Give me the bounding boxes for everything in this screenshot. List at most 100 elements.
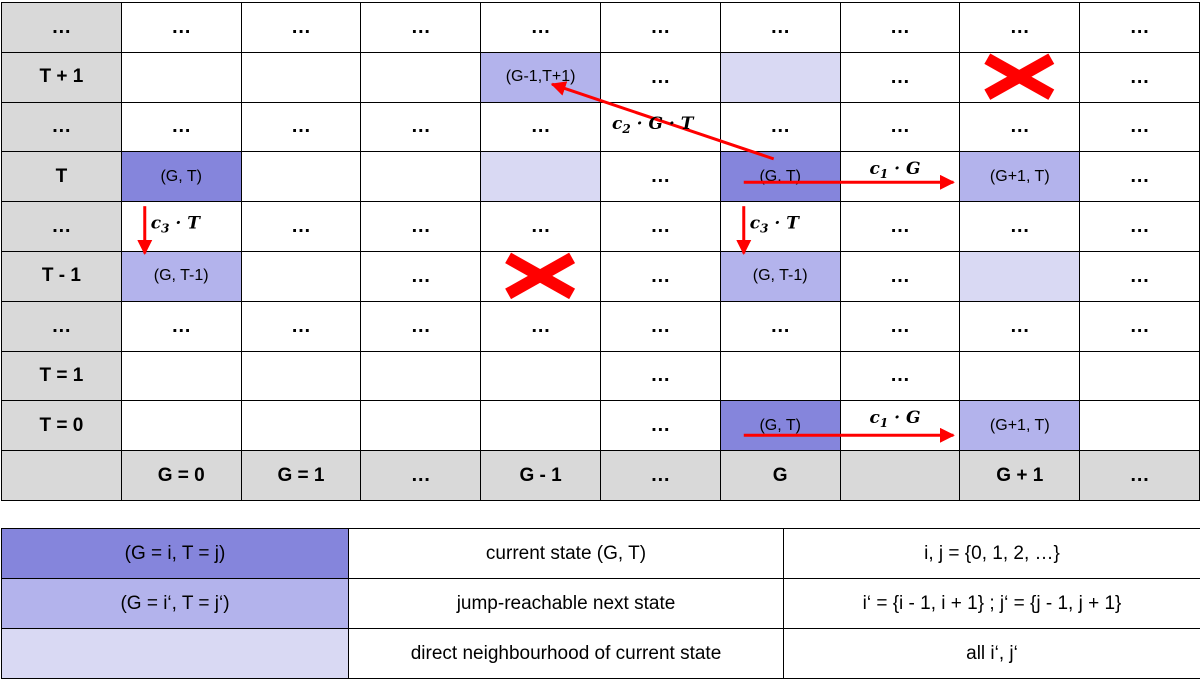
grid-cell-r1-c2 — [240, 51, 362, 103]
grid-cell-r2-c5 — [600, 101, 721, 153]
grid-cell-r8-c1 — [120, 400, 242, 452]
grid-cell-r1-c7: … — [839, 51, 961, 103]
grid-cell-r7-c4 — [480, 350, 601, 402]
grid-cell-r5-c8 — [959, 251, 1081, 302]
grid-cell-r6-c3: … — [360, 300, 482, 352]
grid-cell-r3-c9: … — [1079, 151, 1200, 203]
grid-cell-r4-c2: … — [240, 201, 362, 252]
grid-cell-r1-c6 — [719, 51, 841, 103]
grid-cell-r8-c5: … — [600, 400, 721, 452]
grid-cell-r5-c4 — [480, 251, 601, 302]
grid-cell-r4-c4: … — [480, 201, 601, 252]
column-header-9: … — [1079, 450, 1200, 501]
row-header-1: T + 1 — [1, 51, 122, 103]
grid-cell-r3-c3 — [360, 151, 482, 203]
grid-cell-r6-c7: … — [839, 300, 961, 352]
row-header-3: T — [1, 151, 122, 203]
grid-cell-r0-c8: … — [959, 2, 1081, 53]
grid-cell-r4-c6 — [719, 201, 841, 252]
legend-row-2-values: all i‘, j‘ — [783, 628, 1200, 679]
grid-cell-r6-c4: … — [480, 300, 601, 352]
column-header-0 — [1, 450, 122, 501]
column-header-3: … — [360, 450, 482, 501]
grid-cell-r5-c9: … — [1079, 251, 1200, 302]
column-header-5: … — [600, 450, 721, 501]
column-header-2: G = 1 — [240, 450, 362, 501]
row-header-2: … — [1, 101, 122, 153]
grid-cell-r8-c8: (G+1, T) — [959, 400, 1081, 452]
grid-cell-r7-c1 — [120, 350, 242, 402]
column-header-4: G - 1 — [480, 450, 601, 501]
grid-cell-r6-c9: … — [1079, 300, 1200, 352]
legend-row-1-desc: jump-reachable next state — [348, 578, 784, 629]
grid-cell-r6-c5: … — [600, 300, 721, 352]
grid-cell-r2-c6: … — [719, 101, 841, 153]
column-header-1: G = 0 — [120, 450, 242, 501]
grid-cell-r3-c5: … — [600, 151, 721, 203]
grid-cell-r6-c6: … — [719, 300, 841, 352]
row-header-6: … — [1, 300, 122, 352]
grid-cell-r7-c3 — [360, 350, 482, 402]
grid-cell-r5-c6: (G, T-1) — [719, 251, 841, 302]
grid-cell-r1-c4: (G-1,T+1) — [480, 51, 601, 103]
grid-cell-r2-c4: … — [480, 101, 601, 153]
legend-row-0-swatch: (G = i, T = j) — [1, 528, 349, 579]
grid-cell-r6-c2: … — [240, 300, 362, 352]
column-header-7 — [839, 450, 961, 501]
grid-cell-r6-c8: … — [959, 300, 1081, 352]
grid-cell-r0-c3: … — [360, 2, 482, 53]
grid-cell-r2-c8: … — [959, 101, 1081, 153]
grid-cell-r6-c1: … — [120, 300, 242, 352]
grid-cell-r4-c1 — [120, 201, 242, 252]
grid-cell-r0-c7: … — [839, 2, 961, 53]
grid-cell-r0-c1: … — [120, 2, 242, 53]
grid-cell-r3-c6: (G, T) — [719, 151, 841, 203]
grid-cell-r8-c2 — [240, 400, 362, 452]
grid-cell-r3-c4 — [480, 151, 601, 203]
grid-cell-r5-c7: … — [839, 251, 961, 302]
grid-cell-r8-c3 — [360, 400, 482, 452]
grid-cell-r2-c9: … — [1079, 101, 1200, 153]
grid-cell-r5-c1: (G, T-1) — [120, 251, 242, 302]
grid-cell-r3-c7 — [839, 151, 961, 203]
column-header-8: G + 1 — [959, 450, 1081, 501]
grid-cell-r0-c2: … — [240, 2, 362, 53]
grid-cell-r8-c7 — [839, 400, 961, 452]
grid-cell-r4-c5: … — [600, 201, 721, 252]
grid-cell-r1-c1 — [120, 51, 242, 103]
grid-cell-r8-c4 — [480, 400, 601, 452]
legend-row-0-desc: current state (G, T) — [348, 528, 784, 579]
grid-cell-r0-c5: … — [600, 2, 721, 53]
legend-row-2-desc: direct neighbourhood of current state — [348, 628, 784, 679]
grid-cell-r4-c7: … — [839, 201, 961, 252]
legend-row-1-swatch: (G = i‘, T = j‘) — [1, 578, 349, 629]
legend-row-0-values: i, j = {0, 1, 2, …} — [783, 528, 1200, 579]
grid-cell-r5-c3: … — [360, 251, 482, 302]
grid-cell-r5-c2 — [240, 251, 362, 302]
column-header-6: G — [719, 450, 841, 501]
row-header-4: … — [1, 201, 122, 252]
grid-cell-r4-c9: … — [1079, 201, 1200, 252]
grid-cell-r2-c2: … — [240, 101, 362, 153]
grid-cell-r4-c8: … — [959, 201, 1081, 252]
grid-cell-r8-c9 — [1079, 400, 1200, 452]
grid-cell-r7-c6 — [719, 350, 841, 402]
grid-cell-r2-c3: … — [360, 101, 482, 153]
grid-cell-r0-c9: … — [1079, 2, 1200, 53]
legend-row-2-swatch — [1, 628, 349, 679]
grid-cell-r1-c5: … — [600, 51, 721, 103]
grid-cell-r2-c1: … — [120, 101, 242, 153]
row-header-7: T = 1 — [1, 350, 122, 402]
grid-cell-r7-c2 — [240, 350, 362, 402]
row-header-0: … — [1, 2, 122, 53]
grid-cell-r3-c8: (G+1, T) — [959, 151, 1081, 203]
grid-cell-r3-c1: (G, T) — [120, 151, 242, 203]
grid-cell-r0-c4: … — [480, 2, 601, 53]
grid-cell-r7-c5: … — [600, 350, 721, 402]
grid-cell-r1-c9: … — [1079, 51, 1200, 103]
grid-cell-r1-c8 — [959, 51, 1081, 103]
row-header-8: T = 0 — [1, 400, 122, 452]
row-header-5: T - 1 — [1, 251, 122, 302]
grid-cell-r0-c6: … — [719, 2, 841, 53]
grid-cell-r7-c8 — [959, 350, 1081, 402]
